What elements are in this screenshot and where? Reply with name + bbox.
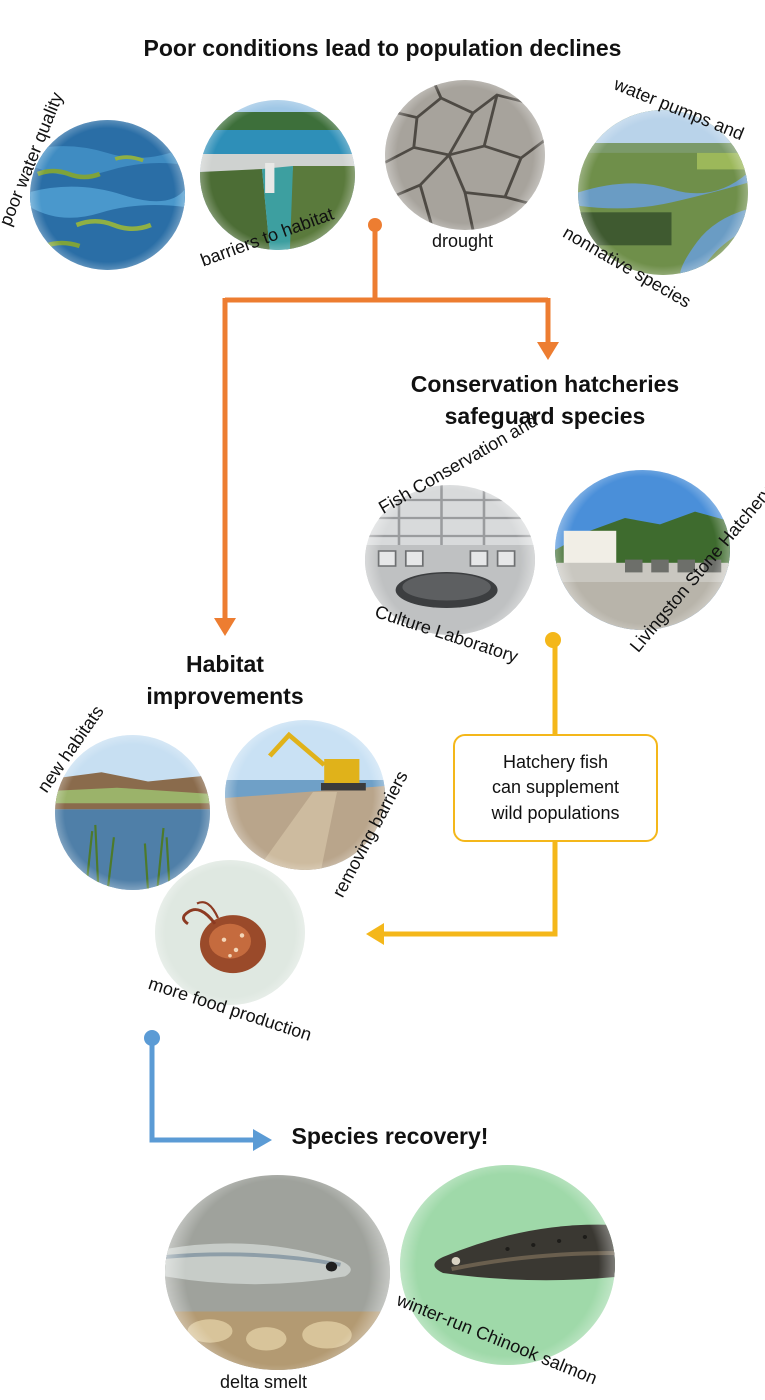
yellow-arrowhead-left [366, 923, 384, 945]
orange-arrowhead-down-left [214, 618, 236, 636]
label-drought: drought [432, 232, 493, 250]
drought-photo [385, 80, 545, 230]
water-photo [30, 120, 185, 270]
label-delta-smelt: delta smelt [220, 1373, 307, 1391]
callout-hatchery-fish: Hatchery fish can supplement wild popula… [453, 734, 658, 842]
orange-arrowhead-down-right [537, 342, 559, 360]
callout-line1: Hatchery fish [503, 750, 608, 775]
marsh-photo [55, 735, 210, 890]
callout-line3: wild populations [491, 801, 619, 826]
callout-line2: can supplement [492, 775, 619, 800]
blue-connector [144, 1030, 255, 1140]
blue-arrowhead-right [253, 1129, 272, 1151]
smelt-photo [165, 1175, 390, 1370]
